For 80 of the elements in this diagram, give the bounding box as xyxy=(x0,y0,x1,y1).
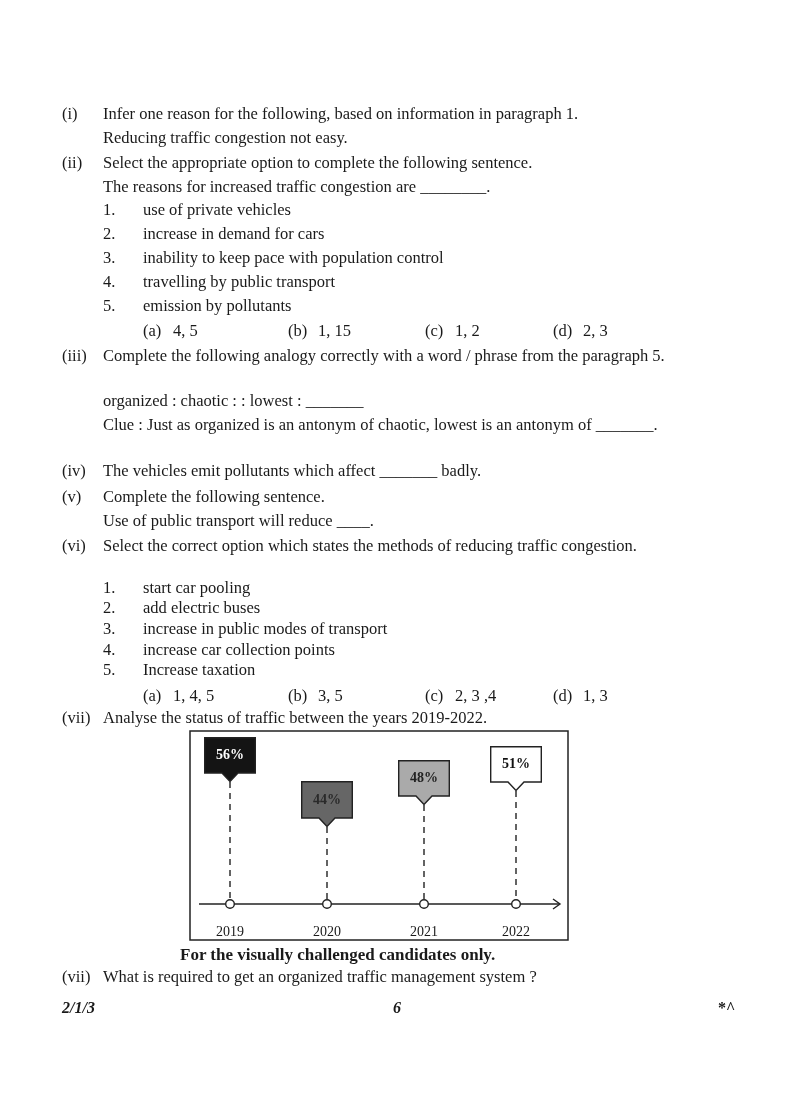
option-number: 2. xyxy=(103,224,116,244)
choice-value: 3, 5 xyxy=(318,686,343,706)
choice-value: 1, 15 xyxy=(318,321,351,341)
question-text: organized : chaotic : : lowest : _______ xyxy=(103,391,364,411)
question-text: Analyse the status of traffic between the years 2019-2022. xyxy=(103,708,488,728)
question-text: Select the appropriate option to complete the following sentence. xyxy=(103,153,533,173)
choice-value: 1, 3 xyxy=(583,686,608,706)
choice-letter: (b) xyxy=(288,686,308,706)
choice-letter: (a) xyxy=(143,686,162,706)
percentage-value: 48% xyxy=(409,769,439,787)
option-text: Increase taxation xyxy=(143,660,256,680)
question-number: (iii) xyxy=(62,346,87,366)
callout-box xyxy=(398,760,450,805)
question-text: Reducing traffic congestion not easy. xyxy=(103,128,348,148)
timeline-point xyxy=(511,899,521,909)
option-number: 4. xyxy=(103,640,116,660)
option-number: 5. xyxy=(103,660,116,680)
option-number: 1. xyxy=(103,200,116,220)
choice-value: 1, 2 xyxy=(455,321,480,341)
dashed-connector xyxy=(423,804,425,900)
year-label: 2020 xyxy=(312,924,342,940)
year-label: 2021 xyxy=(409,924,439,940)
page-number: 6 xyxy=(393,998,401,1018)
percentage-value: 44% xyxy=(312,790,342,809)
option-number: 5. xyxy=(103,296,116,316)
option-text: add electric buses xyxy=(143,598,261,618)
note-text: For the visually challenged candidates only. xyxy=(180,945,496,965)
callout-box xyxy=(301,781,353,827)
question-text: Use of public transport will reduce ____. xyxy=(103,511,374,531)
percentage-value: 56% xyxy=(215,746,245,764)
question-number: (vii) xyxy=(62,967,91,987)
choice-letter: (c) xyxy=(425,686,444,706)
percentage-value: 51% xyxy=(501,755,531,773)
question-number: (vi) xyxy=(62,536,86,556)
choice-letter: (b) xyxy=(288,321,308,341)
question-text: Complete the following sentence. xyxy=(103,487,325,507)
choice-value: 2, 3 xyxy=(583,321,608,341)
callout-box xyxy=(490,746,542,791)
choice-letter: (d) xyxy=(553,321,573,341)
question-text: Complete the following analogy correctly with a word / phrase from the paragraph 5. xyxy=(103,345,666,367)
option-text: increase in public modes of transport xyxy=(143,619,388,639)
year-label: 2022 xyxy=(501,924,531,940)
callout-box xyxy=(204,737,256,782)
timeline-point xyxy=(225,899,235,909)
question-number: (ii) xyxy=(62,153,83,173)
option-text: travelling by public transport xyxy=(143,272,335,292)
question-number: (v) xyxy=(62,487,82,507)
option-number: 3. xyxy=(103,248,116,268)
option-number: 3. xyxy=(103,619,116,639)
question-text: The reasons for increased traffic congestion are ________. xyxy=(103,177,491,197)
option-text: increase car collection points xyxy=(143,640,335,660)
dashed-connector xyxy=(326,826,328,900)
choice-letter: (c) xyxy=(425,321,444,341)
question-text: Infer one reason for the following, based on information in paragraph 1. xyxy=(103,104,579,124)
question-number: (vii) xyxy=(62,708,91,728)
choice-value: 1, 4, 5 xyxy=(173,686,215,706)
question-text: Select the correct option which states the methods of reducing traffic congestion. xyxy=(103,535,638,557)
question-text: The vehicles emit pollutants which affect _______ badly. xyxy=(103,461,482,481)
paper-code: 2/1/3 xyxy=(62,998,95,1018)
question-number: (iv) xyxy=(62,461,86,481)
choice-value: 2, 3 ,4 xyxy=(455,686,497,706)
option-text: use of private vehicles xyxy=(143,200,291,220)
timeline-point xyxy=(322,899,332,909)
option-number: 2. xyxy=(103,598,116,618)
option-number: 1. xyxy=(103,578,116,598)
question-text: What is required to get an organized traffic management system ? xyxy=(103,967,537,987)
choice-letter: (a) xyxy=(143,321,162,341)
dashed-connector xyxy=(229,781,231,900)
option-text: emission by pollutants xyxy=(143,296,292,316)
choice-value: 4, 5 xyxy=(173,321,198,341)
question-number: (i) xyxy=(62,104,78,124)
footer-mark: *^ xyxy=(718,998,736,1018)
option-text: increase in demand for cars xyxy=(143,224,325,244)
timeline-point xyxy=(419,899,429,909)
option-number: 4. xyxy=(103,272,116,292)
choice-letter: (d) xyxy=(553,686,573,706)
question-text: Clue : Just as organized is an antonym of chaotic, lowest is an antonym of _______. xyxy=(103,413,659,436)
option-text: inability to keep pace with population control xyxy=(143,248,444,268)
option-text: start car pooling xyxy=(143,578,251,598)
year-label: 2019 xyxy=(215,924,245,940)
